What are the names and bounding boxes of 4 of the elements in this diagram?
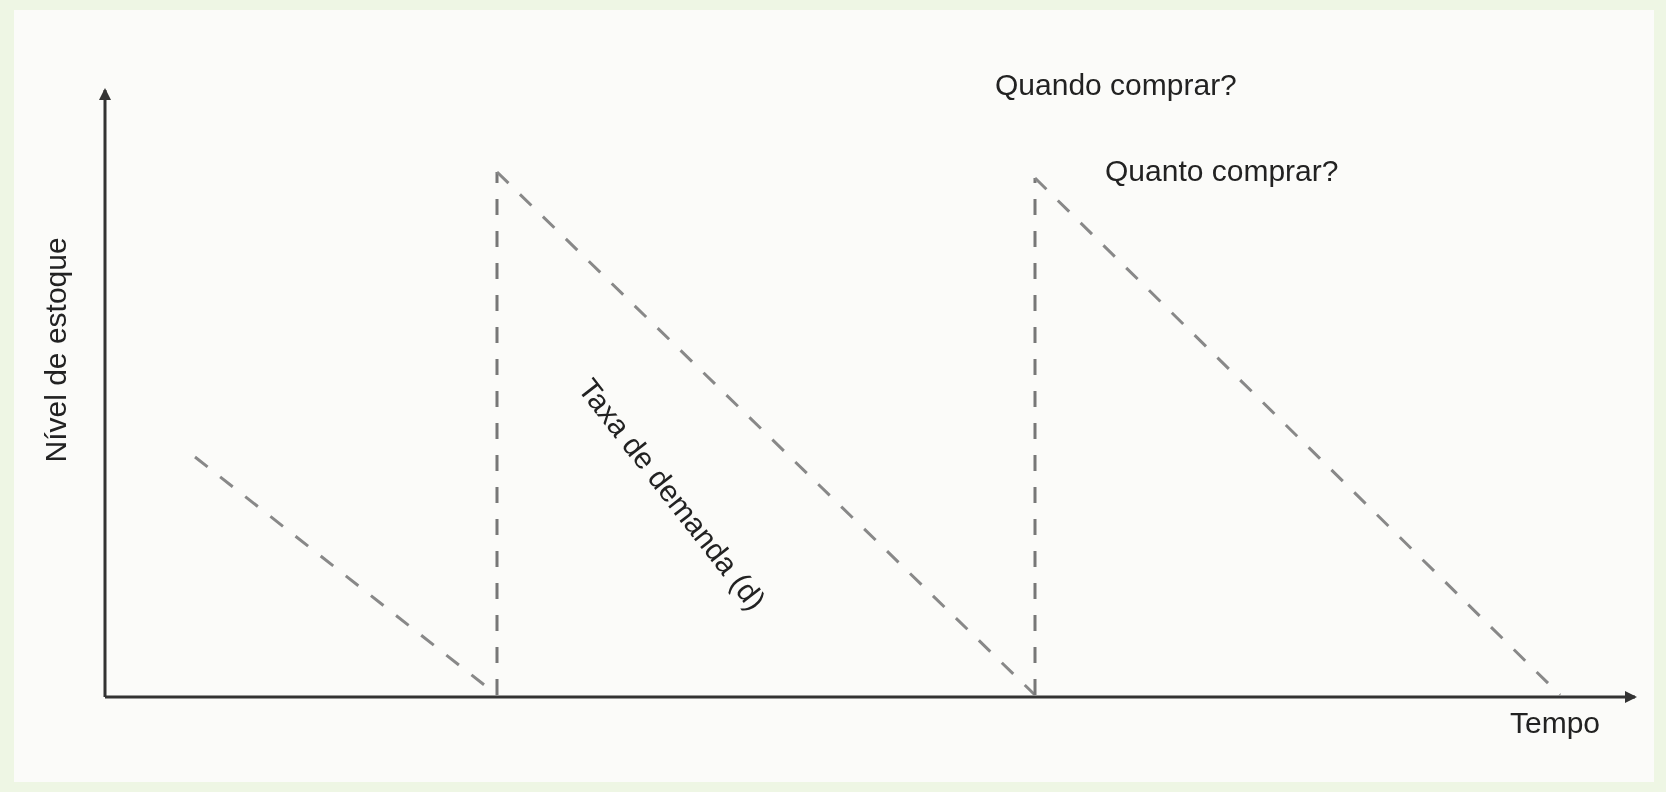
question-text: Quando comprar? [995, 67, 1237, 103]
axis-label: Nível de estoque [37, 237, 73, 463]
question-text: Quanto comprar? [1105, 153, 1339, 189]
axis-label: Tempo [1510, 705, 1601, 741]
